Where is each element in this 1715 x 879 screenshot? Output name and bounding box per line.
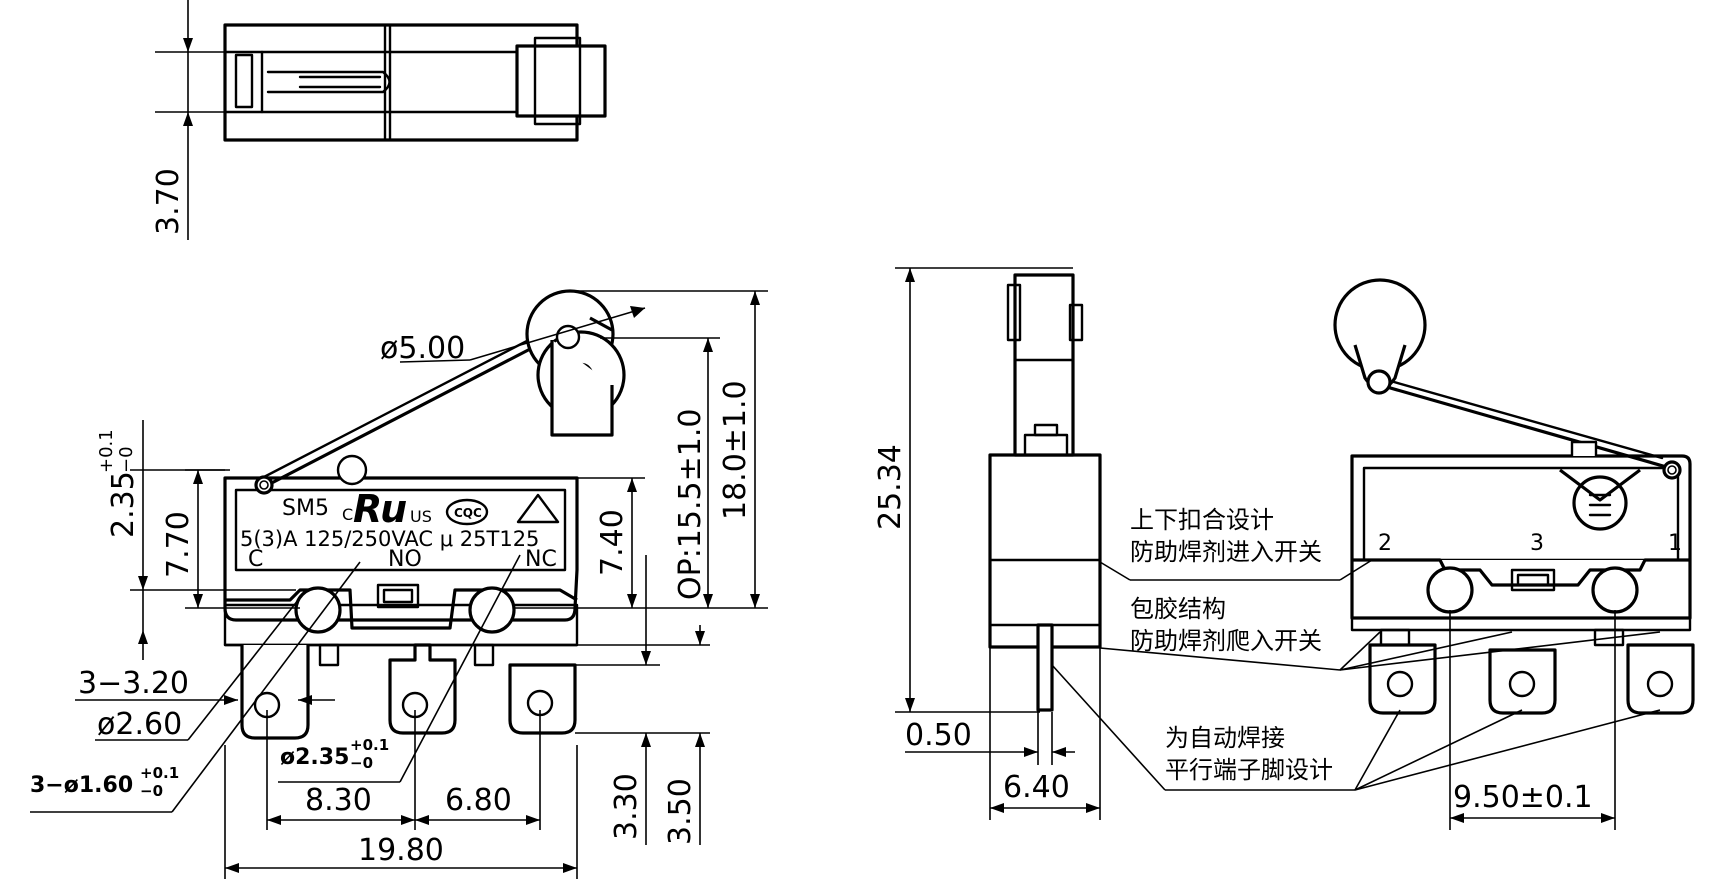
dim-dia-260: ø2.60	[97, 707, 182, 742]
dim-lever-pin-tol-minus: −0	[116, 446, 137, 473]
dim-term-330: 3.30	[609, 773, 644, 840]
triangle-logo	[516, 493, 560, 524]
dim-side-640: 6.40	[1003, 770, 1070, 805]
marking-rating: 5(3)A 125/250VAC μ 25T125	[240, 527, 539, 551]
dim-height-770: 7.70	[161, 511, 196, 578]
right-body	[1350, 454, 1692, 620]
side-body	[988, 453, 1102, 649]
dim-right-pitch: 9.50±0.1	[1453, 780, 1593, 815]
dim-top-height: 3.70	[151, 168, 186, 235]
dim-term-350: 3.50	[663, 778, 698, 845]
dim-mount-tol-plus: +0.1	[350, 736, 389, 754]
top-roller	[515, 44, 607, 118]
right-term-2: 2	[1378, 531, 1392, 556]
marking-term-nc: NC	[525, 547, 557, 572]
note3-line2: 平行端子脚设计	[1165, 756, 1333, 784]
note2-line1: 包胶结构	[1130, 595, 1226, 623]
dim-mount-tol-minus: −0	[350, 754, 373, 772]
marking-term-no: NO	[388, 547, 422, 572]
mount-hole-right	[468, 586, 516, 634]
terminal-nc	[508, 663, 577, 735]
note1-line2: 防助焊剂进入开关	[1130, 538, 1322, 566]
dim-side-050: 0.50	[905, 718, 972, 753]
dim-pitch-830: 8.30	[305, 783, 372, 818]
dim-hole-tol-minus: −0	[140, 782, 163, 800]
right-view: 2 3 1 9.50±0.1	[1333, 278, 1695, 830]
dim-lever-pin: 2.35	[106, 471, 141, 538]
side-terminal	[1036, 623, 1054, 712]
dim-hole-dia: 3−ø1.60	[30, 773, 133, 798]
mount-hole-left	[294, 586, 342, 634]
right-term-3: 3	[1530, 531, 1544, 556]
dim-lever-pin-tol-plus: +0.1	[96, 429, 117, 473]
note2-line2: 防助焊剂爬入开关	[1130, 627, 1322, 655]
dim-mount-dia: ø2.35	[280, 745, 349, 770]
side-view: 25.34 0.50 6.40	[873, 267, 1102, 820]
note1-line1: 上下扣合设计	[1130, 506, 1274, 534]
side-lever	[1013, 273, 1075, 457]
front-view: SM5 C Ru US CQC 5(3)A 125/250VAC μ 25T12…	[30, 289, 768, 879]
cqc-logo	[445, 498, 489, 526]
dim-op: OP:15.5±1.0	[673, 409, 708, 600]
dim-roller-dia: ø5.00	[380, 331, 465, 366]
dim-term-width: 3−3.20	[78, 666, 189, 701]
marking-c: C	[342, 505, 353, 524]
dim-pitch-680: 6.80	[445, 783, 512, 818]
notes: 上下扣合设计 防助焊剂进入开关 包胶结构 防助焊剂爬入开关 为自动焊接 平行端子…	[1051, 506, 1661, 791]
marking-model: SM5	[282, 496, 329, 521]
marking-cqc: CQC	[454, 506, 482, 520]
dim-hole-tol-plus: +0.1	[140, 764, 179, 782]
dim-total-height: 18.0±1.0	[718, 380, 753, 520]
ul-logo: Ru	[353, 487, 407, 531]
right-term-1: 1	[1668, 531, 1682, 556]
dim-height-740: 7.40	[595, 509, 630, 576]
note3-line1: 为自动焊接	[1165, 724, 1285, 752]
terminal-no	[388, 643, 457, 735]
right-lever-arm	[1379, 383, 1671, 470]
dim-side-height: 25.34	[873, 444, 908, 530]
marking-us: US	[410, 507, 432, 526]
top-view: 3.70	[151, 0, 607, 240]
brand-logo	[1572, 475, 1628, 531]
dim-total-width: 19.80	[358, 833, 444, 868]
marking-term-c: C	[248, 547, 263, 572]
